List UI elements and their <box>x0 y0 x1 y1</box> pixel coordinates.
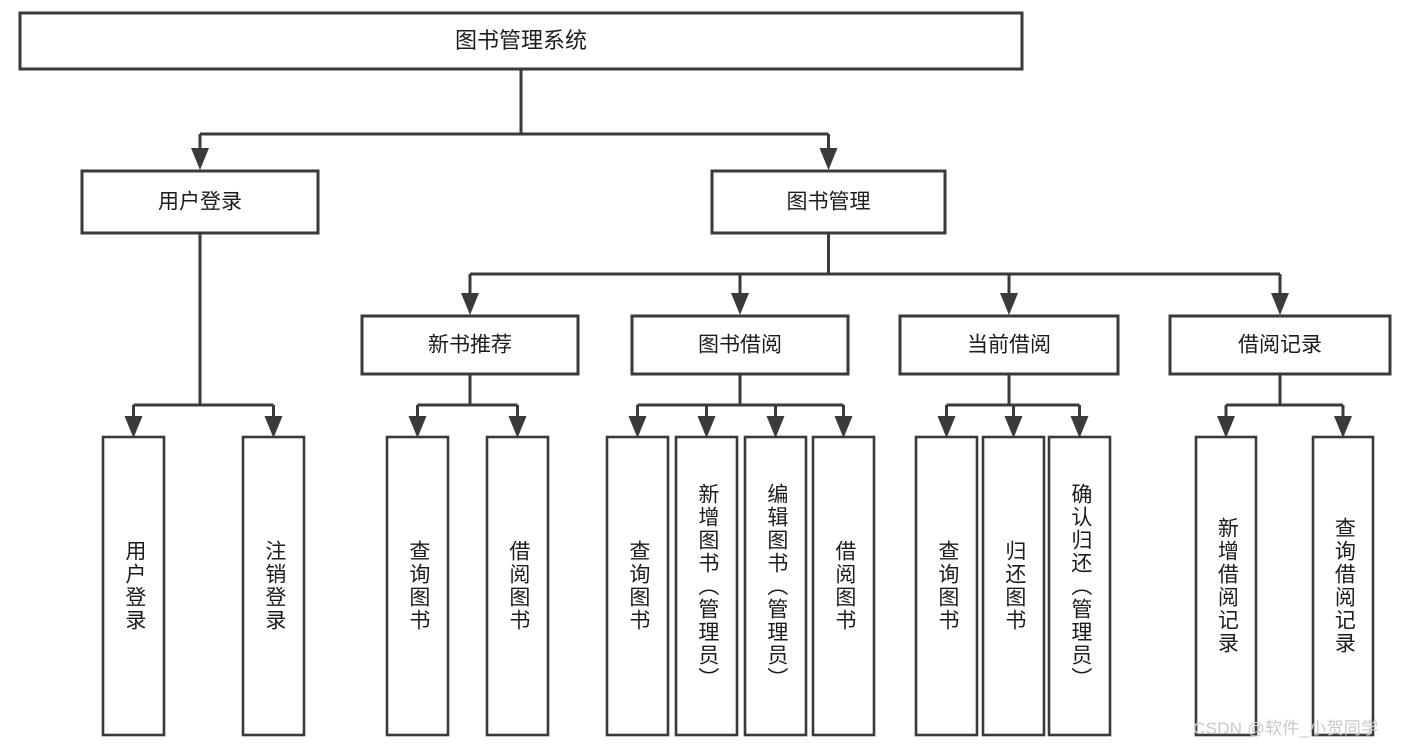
node-leaf-4[interactable] <box>605 435 670 737</box>
node-level2-2-rect[interactable] <box>898 314 1120 376</box>
node-leaf-11[interactable] <box>1194 435 1258 737</box>
node-level1-label-1: 图书管理 <box>787 191 871 214</box>
node-root[interactable]: 图书管理系统 <box>18 11 1024 71</box>
node-level1-0[interactable]: 用户登录 <box>80 169 320 235</box>
node-leaf-rect-4[interactable] <box>605 435 670 737</box>
node-leaf-10[interactable] <box>1047 435 1112 737</box>
leaf-arrowhead-3 <box>508 416 527 438</box>
node-leaf-rect-9[interactable] <box>981 435 1046 737</box>
node-level2-1-rect[interactable] <box>630 314 850 376</box>
level1-arrowhead-1 <box>819 148 838 170</box>
node-level1-1[interactable]: 图书管理 <box>710 169 947 235</box>
leaf-arrowhead-9 <box>1004 416 1023 438</box>
node-leaf-3[interactable] <box>485 435 550 737</box>
leaf-arrowhead-7 <box>834 416 853 438</box>
node-level1-1-rect[interactable] <box>710 169 947 235</box>
node-leaf-rect-8[interactable] <box>914 435 979 737</box>
node-leaf-rect-1[interactable] <box>241 435 306 737</box>
node-leaf-rect-6[interactable] <box>743 435 808 737</box>
node-level2-0[interactable]: 新书推荐 <box>360 314 580 376</box>
node-leaf-rect-3[interactable] <box>485 435 550 737</box>
leaf-arrowhead-10 <box>1070 416 1089 438</box>
leaf-arrowhead-5 <box>697 416 716 438</box>
node-level2-label-1: 图书借阅 <box>698 334 782 357</box>
node-leaf-2[interactable] <box>385 435 450 737</box>
leaf-arrowhead-12 <box>1334 416 1352 438</box>
leaf-arrowhead-4 <box>628 416 647 438</box>
node-leaf-0[interactable] <box>101 435 166 737</box>
node-leaf-9[interactable] <box>981 435 1046 737</box>
node-level2-label-0: 新书推荐 <box>428 334 512 357</box>
leaf-arrowhead-11 <box>1217 416 1235 438</box>
level1-arrowhead-0 <box>191 148 209 170</box>
node-level2-1[interactable]: 图书借阅 <box>630 314 850 376</box>
node-leaf-8[interactable] <box>914 435 979 737</box>
leaf-arrowhead-8 <box>937 416 956 438</box>
leaf-arrowhead-6 <box>766 416 785 438</box>
node-root-label: 图书管理系统 <box>455 28 587 53</box>
node-leaf-rect-2[interactable] <box>385 435 450 737</box>
node-leaf-rect-11[interactable] <box>1194 435 1258 737</box>
level2-arrowhead-1 <box>731 293 749 315</box>
node-level2-label-3: 借阅记录 <box>1238 334 1322 357</box>
node-level2-2[interactable]: 当前借阅 <box>898 314 1120 376</box>
node-root-rect[interactable] <box>18 11 1024 71</box>
node-level2-0-rect[interactable] <box>360 314 580 376</box>
node-leaf-7[interactable] <box>811 435 876 737</box>
node-level2-3-rect[interactable] <box>1168 314 1392 376</box>
node-level1-label-0: 用户登录 <box>158 191 242 214</box>
watermark-text: CSDN @软件_小贺同学 <box>1193 719 1379 738</box>
node-leaf-rect-12[interactable] <box>1311 435 1375 737</box>
node-leaf-12[interactable] <box>1311 435 1375 737</box>
leaf-arrowhead-2 <box>408 416 427 438</box>
node-leaf-rect-5[interactable] <box>674 435 739 737</box>
node-leaf-5[interactable] <box>674 435 739 737</box>
node-leaf-rect-0[interactable] <box>101 435 166 737</box>
node-leaf-rect-10[interactable] <box>1047 435 1112 737</box>
node-level2-3[interactable]: 借阅记录 <box>1168 314 1392 376</box>
node-level2-label-2: 当前借阅 <box>967 334 1051 357</box>
leaf-arrowhead-0 <box>124 416 143 438</box>
leaf-arrowhead-1 <box>264 416 283 438</box>
level2-arrowhead-3 <box>1271 293 1289 315</box>
level2-arrowhead-2 <box>1000 293 1018 315</box>
node-leaf-6[interactable] <box>743 435 808 737</box>
level2-arrowhead-0 <box>461 293 479 315</box>
node-level1-0-rect[interactable] <box>80 169 320 235</box>
node-leaf-rect-7[interactable] <box>811 435 876 737</box>
edges-layer <box>124 69 1352 438</box>
node-leaf-1[interactable] <box>241 435 306 737</box>
